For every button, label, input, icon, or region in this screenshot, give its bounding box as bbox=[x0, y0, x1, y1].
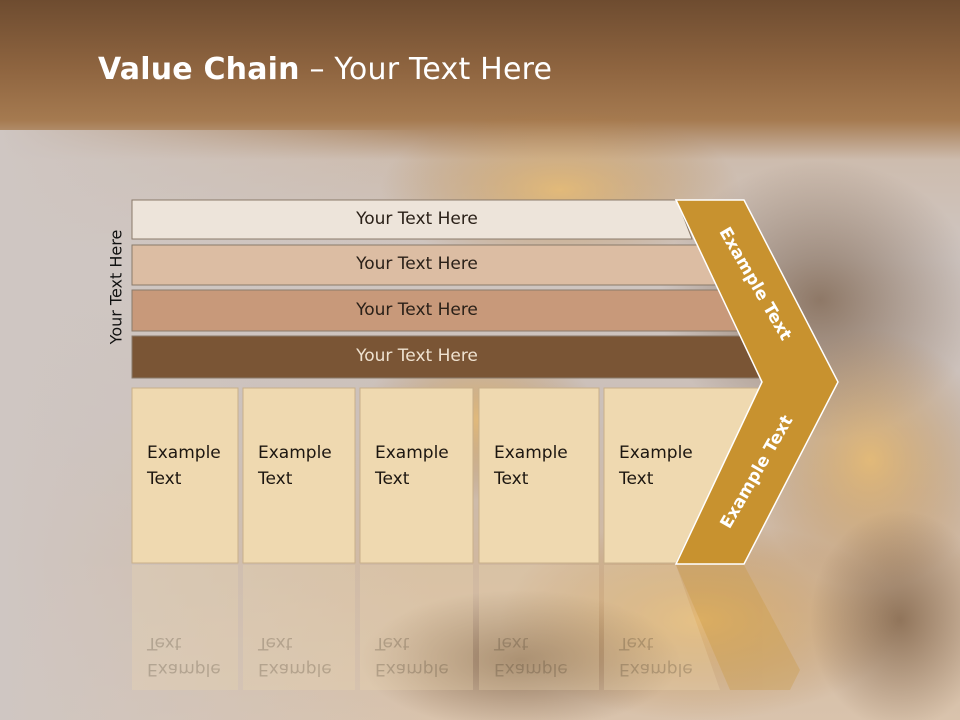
activity-label-line2: Text bbox=[147, 469, 182, 489]
activity-box-reflection bbox=[604, 565, 720, 690]
activity-label-line1: Example bbox=[619, 443, 693, 463]
activity-label-line1: Example bbox=[147, 443, 221, 463]
activity-label-line2: Text bbox=[494, 469, 529, 489]
activity-label-line1: Example bbox=[494, 443, 568, 463]
title-rest: – Your Text Here bbox=[299, 52, 553, 87]
side-label: Your Text Here bbox=[106, 229, 126, 345]
activity-label-line2: Text bbox=[375, 469, 410, 489]
activity-box-1 bbox=[131, 387, 239, 564]
activity-box-reflection bbox=[243, 565, 355, 690]
activity-box-2 bbox=[242, 387, 356, 564]
slide-title: Value Chain – Your Text Here bbox=[98, 52, 552, 87]
value-row-label: Your Text Here bbox=[356, 299, 478, 320]
value-row-label: Your Text Here bbox=[356, 346, 478, 366]
activity-box-4 bbox=[478, 387, 600, 564]
value-row-label: Your Text Here bbox=[356, 254, 478, 274]
activity-label-line1: Example bbox=[375, 443, 449, 463]
value-row-label: Your Text Here bbox=[356, 208, 478, 229]
activity-label-line2: Text bbox=[619, 469, 654, 489]
title-bold: Value Chain bbox=[98, 52, 300, 87]
activity-box-reflection bbox=[479, 565, 599, 690]
value-row-1 bbox=[131, 199, 693, 240]
activity-label-line2: Text bbox=[258, 469, 293, 489]
activity-box-3 bbox=[359, 387, 474, 564]
activity-box-reflection bbox=[360, 565, 473, 690]
activity-label-line1: Example bbox=[258, 443, 332, 463]
chevron-arrow bbox=[674, 199, 839, 565]
activity-box-reflection bbox=[132, 565, 238, 690]
chevron-reflection bbox=[676, 565, 800, 690]
